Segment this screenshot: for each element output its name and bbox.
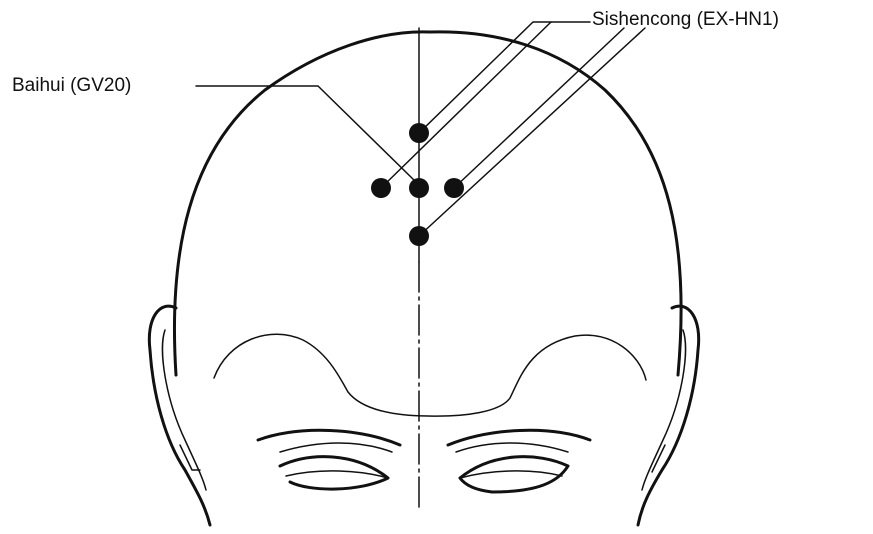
baihui-label: Baihui (GV20)	[12, 76, 131, 95]
head-outline	[174, 32, 681, 375]
sishencong-leader-line-2	[381, 22, 551, 188]
right-ear	[638, 306, 699, 525]
left-ear	[149, 306, 210, 525]
sishencong-leader-line-3	[454, 28, 624, 188]
baihui-leader-line	[196, 86, 416, 182]
sishencong-point-anterior	[409, 123, 429, 143]
left-ear-inner	[162, 330, 206, 490]
baihui-point	[409, 178, 429, 198]
hairline	[214, 334, 646, 416]
sishencong-leader-line-4	[419, 28, 645, 236]
sishencong-point-posterior	[409, 226, 429, 246]
sishencong-point-left	[371, 178, 391, 198]
sishencong-label: Sishencong (EX-HN1)	[592, 10, 779, 29]
left-eye	[280, 457, 388, 489]
sishencong-point-right	[444, 178, 464, 198]
